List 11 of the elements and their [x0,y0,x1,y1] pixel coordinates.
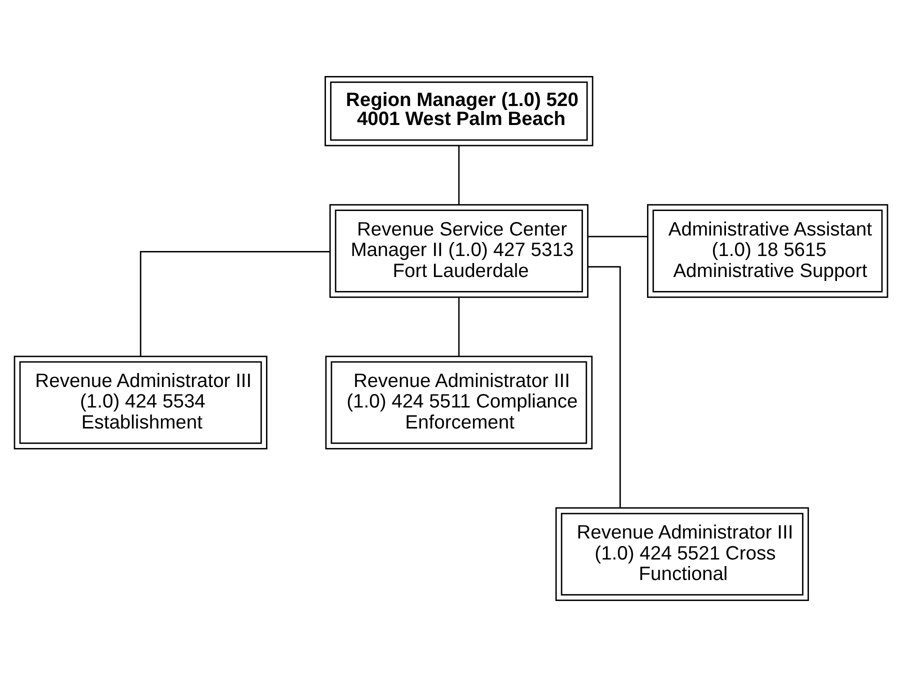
node-box: Revenue Administrator III (1.0) 424 5534 Establishment [13,356,267,450]
node-box: Revenue Administrator III (1.0) 424 5511 Compliance Enforcement [324,356,592,450]
connector [458,146,460,205]
node-box: Revenue Administrator III (1.0) 424 5521 Cross Functional [554,507,808,602]
node-box: Administrative Assistant (1.0) 18 5615 Administrative Support [646,204,888,298]
connector [458,297,460,356]
connector [587,266,620,508]
node-box: Revenue Service Center Manager II (1.0) 427 5313 Fort Lauderdale [328,204,588,298]
connector [588,236,647,238]
node-box: Region Manager (1.0) 520 4001 West Palm Beach [324,76,593,146]
connector [139,251,330,356]
